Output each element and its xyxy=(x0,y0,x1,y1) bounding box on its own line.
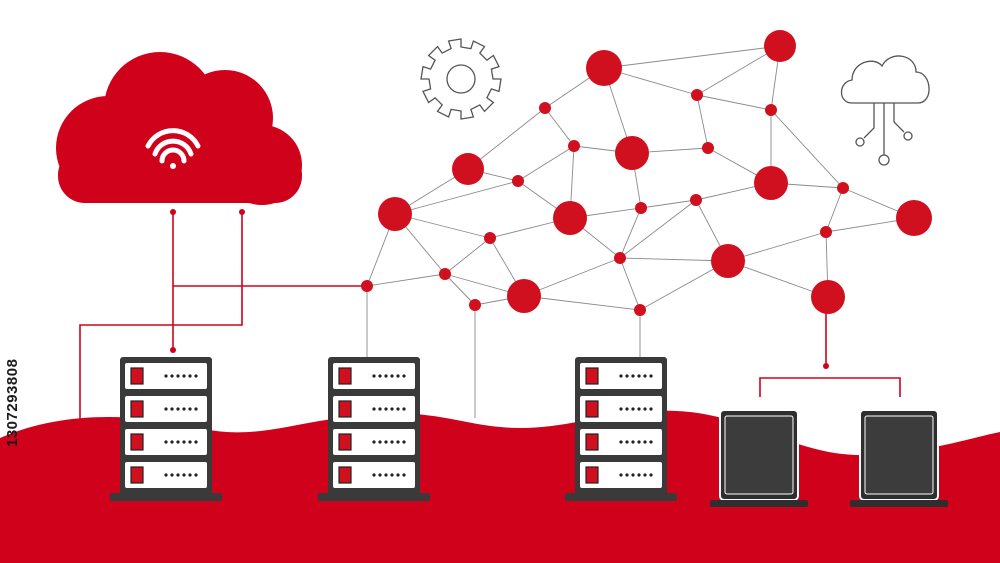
server-led xyxy=(585,367,599,385)
mesh-node xyxy=(507,279,541,313)
monitors xyxy=(710,409,948,507)
mesh-nodes xyxy=(361,30,932,316)
server-led xyxy=(130,433,144,451)
mesh-node xyxy=(702,142,714,154)
stock-id-number: 1307293808 xyxy=(4,358,21,448)
mesh-node xyxy=(614,252,626,264)
mesh-link xyxy=(444,273,476,306)
mesh-link xyxy=(619,207,642,259)
server-led xyxy=(338,466,352,484)
mesh-link xyxy=(619,257,641,311)
monitor-1 xyxy=(710,409,808,507)
cloud-network-icon xyxy=(840,55,930,166)
mesh-node xyxy=(439,268,451,280)
mesh-node xyxy=(452,153,484,185)
wifi-icon xyxy=(145,128,201,169)
mesh-link xyxy=(770,109,844,189)
mesh-link xyxy=(467,107,546,170)
mesh-node xyxy=(811,280,845,314)
mesh-link xyxy=(544,107,575,147)
cloud-wifi-icon xyxy=(56,52,302,205)
mesh-node xyxy=(764,30,796,62)
mesh-link xyxy=(603,45,781,69)
mesh-node xyxy=(711,244,745,278)
server-led xyxy=(130,400,144,418)
red-connections xyxy=(79,212,901,430)
mesh-node xyxy=(754,166,788,200)
mesh-link xyxy=(619,199,697,259)
mesh-node xyxy=(361,280,373,292)
mesh-node xyxy=(820,226,832,238)
mesh-link xyxy=(640,199,697,209)
mesh-node xyxy=(568,140,580,152)
mesh-link xyxy=(394,180,519,215)
mesh-node xyxy=(635,202,647,214)
mesh-link xyxy=(696,94,772,111)
mesh-link xyxy=(619,257,729,262)
mesh-link xyxy=(727,231,827,262)
mesh-link xyxy=(366,273,446,287)
mesh-node xyxy=(634,304,646,316)
red-connection-dots xyxy=(170,209,829,369)
mesh-node xyxy=(539,102,551,114)
server-led xyxy=(585,400,599,418)
mesh-link xyxy=(696,94,709,149)
server-led xyxy=(338,400,352,418)
server-led xyxy=(130,466,144,484)
server-rack-3 xyxy=(565,357,677,501)
mesh-node xyxy=(378,197,412,231)
monitor-2 xyxy=(850,409,948,507)
mesh-node xyxy=(691,89,703,101)
mesh-link xyxy=(523,257,621,297)
mesh-link xyxy=(523,295,641,311)
mesh-link xyxy=(825,187,844,233)
gear-icon xyxy=(420,38,502,120)
mesh-node xyxy=(615,136,649,170)
mesh-link xyxy=(696,45,781,96)
mesh-link xyxy=(517,145,575,182)
mesh-node xyxy=(586,50,622,86)
server-rack-2 xyxy=(318,357,430,501)
server-racks xyxy=(110,357,677,501)
mesh-link xyxy=(444,237,491,275)
mesh-node xyxy=(837,182,849,194)
mesh-link xyxy=(727,260,829,298)
server-led xyxy=(338,433,352,451)
mesh-node xyxy=(469,299,481,311)
server-led xyxy=(338,367,352,385)
mesh-node xyxy=(690,194,702,206)
mesh-node xyxy=(553,201,587,235)
mesh-node xyxy=(896,200,932,236)
server-led xyxy=(130,367,144,385)
mesh-node xyxy=(484,232,496,244)
server-led xyxy=(585,466,599,484)
mesh-node xyxy=(765,104,777,116)
mesh-node xyxy=(512,175,524,187)
server-rack-1 xyxy=(110,357,222,501)
server-led xyxy=(585,433,599,451)
